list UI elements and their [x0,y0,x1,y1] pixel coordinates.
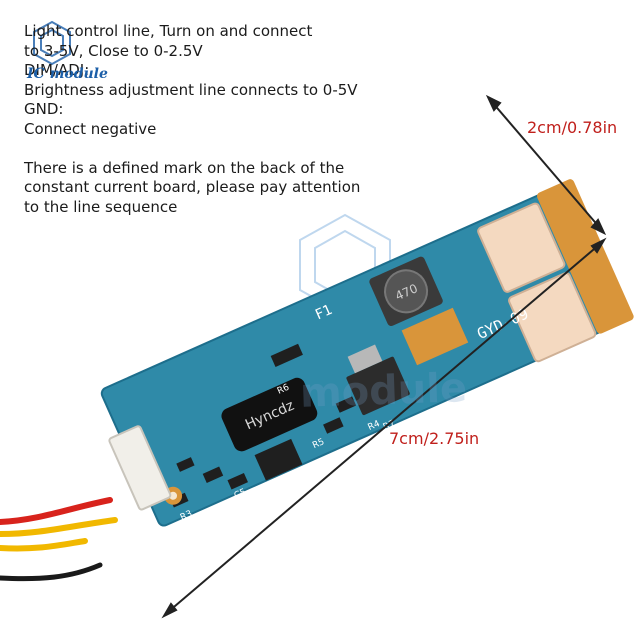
length-dimension-label: 7cm/2.75in [389,429,480,448]
electrolytic-capacitor [221,377,318,452]
dimension-arrows [161,94,607,619]
silk-r6: R6 [276,383,291,397]
output-connector-2 [508,272,597,363]
description-line: There is a defined mark on the back of t… [24,158,345,177]
silk-r4: R4 [367,419,382,433]
silk-c3: C3 [290,468,305,482]
description-text: Light control line, Turn on and connect … [24,22,394,217]
description-line: GND: [24,100,64,118]
watermark-logo-text: IC module [27,66,108,82]
watermark-center-text: module [299,365,468,417]
description-line: Light control line, Turn on and connect [24,22,313,40]
mosfet [346,356,410,415]
silk-r5: R5 [311,437,326,451]
silk-r3: R3 [179,509,194,523]
input-connector [108,425,172,511]
fuse-label: F1 [313,302,335,324]
silk-j1: J1 [247,499,260,512]
description-line: Brightness adjustment line connects to 0… [24,80,358,99]
description-line: to the line sequence [24,197,178,216]
width-dimension-label: 2cm/0.78in [527,118,618,137]
description-line: to 3-5V, Close to 0-2.5V [24,41,203,60]
description-line: constant current board, please pay atten… [24,178,361,196]
wire-bundle [0,497,118,582]
output-connector-1 [477,202,566,293]
silk-c5: C5 [233,487,248,501]
silk-r7: R7 [382,419,397,433]
silk-r2: R2 [270,482,285,496]
description-gap [24,139,394,159]
description-line: Connect negative [24,119,157,138]
description-line: DIM/ADJ: [24,61,90,79]
copper-pad [401,307,469,366]
watermark-logo [33,20,71,66]
ic-chip [254,438,303,481]
